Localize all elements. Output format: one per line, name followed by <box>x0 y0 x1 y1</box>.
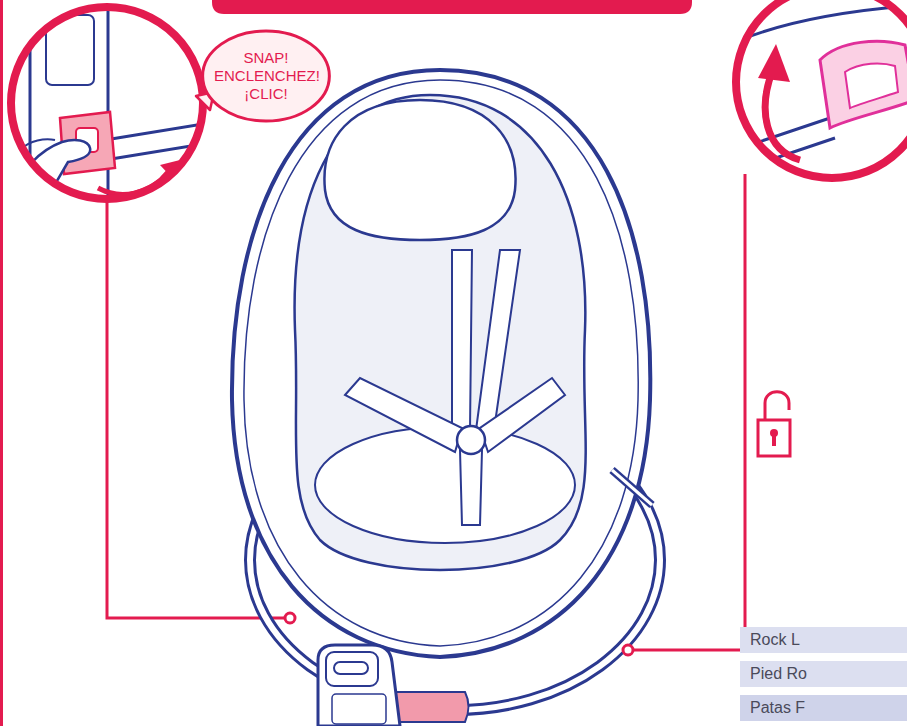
housing-panel <box>332 694 386 724</box>
side-strut <box>612 470 652 505</box>
crotch-strap <box>460 450 482 525</box>
shoulder-strap <box>452 250 472 430</box>
bubble-shape <box>203 31 330 121</box>
arrow-head <box>758 44 790 82</box>
inset-circle <box>736 0 907 178</box>
release-lever <box>820 41 907 128</box>
control-panel <box>326 652 378 686</box>
latch-detail <box>10 0 215 220</box>
inset-background <box>736 0 907 178</box>
side-strut-inner <box>612 470 652 505</box>
control-button <box>334 662 368 674</box>
page-border <box>0 0 3 726</box>
speech-bubble: SNAP! ENCLENCHEZ! ¡CLIC! <box>200 27 332 125</box>
motion-arrow <box>765 72 800 160</box>
leader-dot <box>285 613 295 623</box>
harness-buckle <box>457 426 485 454</box>
unlock-symbol <box>758 392 790 456</box>
seat-shell <box>232 70 650 657</box>
seat-shell-edge <box>244 80 638 646</box>
header-banner <box>212 0 692 14</box>
inset-circle <box>11 7 203 199</box>
shoulder-strap <box>476 250 520 430</box>
lock-body <box>758 420 790 456</box>
bubble-text: SNAP! ENCLENCHEZ! ¡CLIC! <box>214 49 318 103</box>
table-cell: Patas F <box>740 695 907 721</box>
housing-body <box>318 645 400 726</box>
seat <box>232 70 652 657</box>
lever-grip <box>845 64 898 108</box>
headrest <box>324 100 515 240</box>
table-cell: Rock L <box>740 627 907 653</box>
waist-belt <box>345 378 462 452</box>
front-foot <box>395 692 469 722</box>
lock-keyhole <box>772 434 776 446</box>
lock-shackle <box>765 392 789 420</box>
waist-belt <box>480 378 565 452</box>
seat-pad <box>295 95 586 570</box>
motor-housing <box>318 645 469 726</box>
table-cell: Pied Ro <box>740 661 907 687</box>
leader-dot <box>623 645 633 655</box>
